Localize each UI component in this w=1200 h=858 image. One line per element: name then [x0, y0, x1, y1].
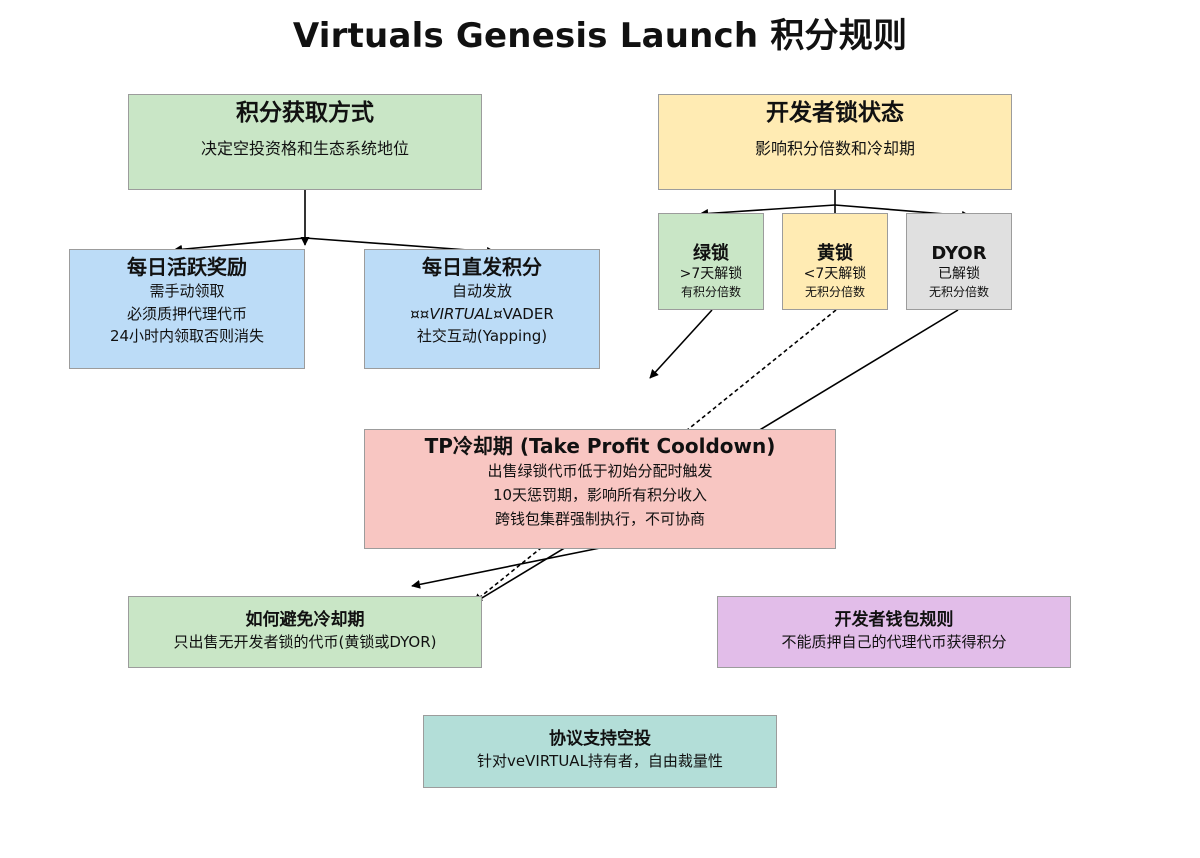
daily-active-title: 每日活跃奖励: [127, 255, 247, 279]
green-lock-line1: >7天解锁: [679, 266, 743, 283]
daily-direct-line2-italic: VIRTUAL: [429, 304, 494, 323]
avoid-cooldown-box: 如何避免冷却期 只出售无开发者锁的代币(黄锁或DYOR): [128, 596, 482, 668]
yellow-lock-line1: <7天解锁: [803, 266, 867, 283]
green-lock-line2: 有积分倍数: [680, 284, 741, 299]
yellow-lock-box: 黄锁 <7天解锁 无积分倍数: [782, 213, 888, 310]
acquisition-title: 积分获取方式: [236, 100, 374, 126]
arrow-to-daily-active: [173, 237, 306, 254]
arrow-cooldown-to-avoid: [411, 547, 601, 589]
dev-wallet-box: 开发者钱包规则 不能质押自己的代理代币获得积分: [717, 596, 1071, 668]
green-lock-title: 绿锁: [693, 243, 729, 264]
dyor-box: DYOR 已解锁 无积分倍数: [906, 213, 1012, 310]
daily-direct-title: 每日直发积分: [422, 255, 542, 279]
dev-lock-title: 开发者锁状态: [766, 100, 904, 126]
tp-cooldown-lines: 出售绿锁代币低于初始分配时触发 10天惩罚期，影响所有积分收入 跨钱包集群强制执…: [487, 462, 713, 528]
avoid-cooldown-title: 如何避免冷却期: [245, 610, 365, 630]
page-title: Virtuals Genesis Launch 积分规则: [292, 16, 908, 56]
daily-direct-line2: ¤¤VIRTUAL¤VADER: [365, 303, 599, 326]
acquisition-subtitle: 决定空投资格和生态系统地位: [200, 138, 409, 158]
avoid-cooldown-subtitle: 只出售无开发者锁的代币(黄锁或DYOR): [173, 633, 437, 652]
green-lock-box: 绿锁 >7天解锁 有积分倍数: [658, 213, 764, 310]
dyor-title: DYOR: [931, 243, 987, 264]
daily-direct-box: 每日直发积分 自动发放 ¤¤VIRTUAL¤VADER 社交互动(Yapping…: [364, 249, 600, 369]
dyor-line2: 无积分倍数: [928, 284, 989, 299]
daily-active-box: 每日活跃奖励 需手动领取 必须质押代理代币 24小时内领取否则消失: [69, 249, 305, 369]
dev-lock-box: 开发者锁状态 影响积分倍数和冷却期: [658, 94, 1012, 190]
arrow-to-green-lock: [699, 204, 836, 218]
arrow-green-to-cooldown: [649, 309, 713, 379]
airdrop-box: 协议支持空投 针对veVIRTUAL持有者，自由裁量性: [423, 715, 777, 788]
tp-cooldown-box: TP冷却期 (Take Profit Cooldown) 出售绿锁代币低于初始分…: [364, 429, 836, 549]
dev-wallet-subtitle: 不能质押自己的代理代币获得积分: [781, 633, 1007, 652]
tp-cooldown-title: TP冷却期 (Take Profit Cooldown): [424, 434, 776, 458]
daily-active-lines: 需手动领取 必须质押代理代币 24小时内领取否则消失: [109, 282, 265, 345]
dev-lock-subtitle: 影响积分倍数和冷却期: [754, 138, 915, 158]
yellow-lock-line2: 无积分倍数: [804, 284, 865, 299]
daily-direct-line2-suffix: ¤VADER: [493, 304, 554, 323]
dyor-line1: 已解锁: [938, 266, 980, 283]
daily-direct-line1: 自动发放: [451, 282, 512, 300]
acquisition-box: 积分获取方式 决定空投资格和生态系统地位: [128, 94, 482, 190]
airdrop-subtitle: 针对veVIRTUAL持有者，自由裁量性: [477, 752, 723, 771]
yellow-lock-title: 黄锁: [817, 243, 853, 264]
dev-wallet-title: 开发者钱包规则: [834, 610, 954, 630]
daily-direct-line2-prefix: ¤¤: [410, 304, 430, 323]
daily-direct-line3: 社交互动(Yapping): [416, 327, 548, 345]
airdrop-title: 协议支持空投: [549, 729, 651, 749]
